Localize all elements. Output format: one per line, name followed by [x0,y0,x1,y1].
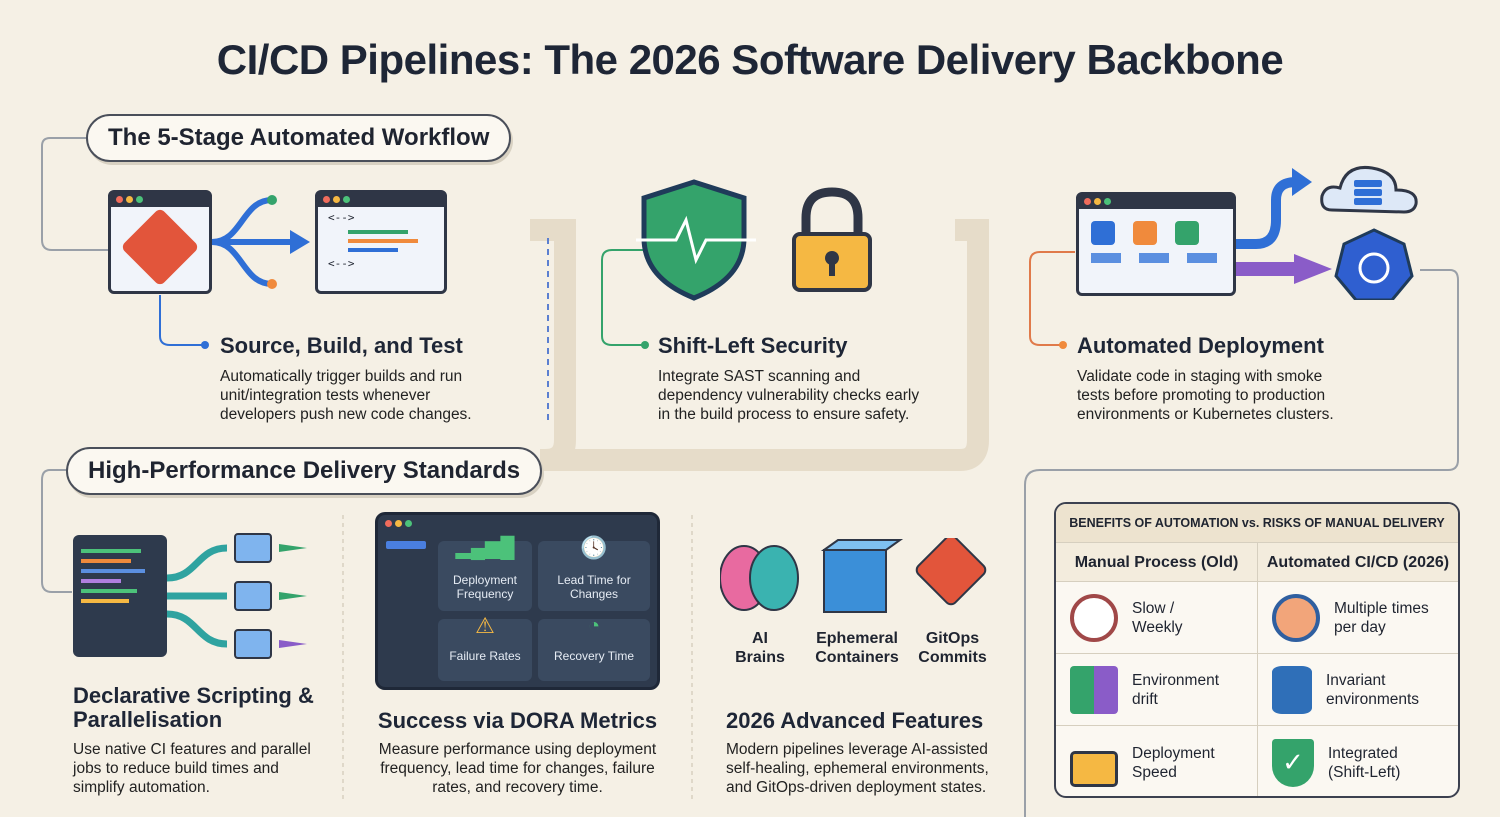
dora-tile-lead-time: 🕓Lead Time for Changes [538,537,650,611]
cell-text: Integrated (Shift-Left) [1328,744,1401,781]
page-title: CI/CD Pipelines: The 2026 Software Deliv… [216,36,1284,83]
cell-text: Deployment Speed [1132,744,1215,781]
cylinder-icon [1272,665,1312,714]
cloud-server-icon [1320,165,1418,214]
code-tag: <--> [328,211,355,224]
container-icon [820,539,904,613]
table-row: Slow / Weekly Multiple times per day [1056,581,1458,653]
table-caption: BENEFITS OF AUTOMATION vs. RISKS OF MANU… [1056,504,1458,542]
security-icons [636,179,872,301]
standard-title: Declarative Scripting & Parallelisation [73,683,314,732]
padlock-icon [792,187,872,292]
feature-label: AI Brains [735,630,785,666]
dora-tile-deployment-frequency: ▂▄▆█Deployment Frequency [438,538,532,611]
stage-desc: Automatically trigger builds and run uni… [220,368,472,423]
branch-arrows-icon [212,195,310,289]
standard-desc: Use native CI features and parallel jobs… [73,741,311,796]
padlock-icon [1070,750,1118,787]
dora-dashboard: ▂▄▆█Deployment Frequency 🕓Lead Time for … [375,512,660,690]
brain-icon [720,545,799,611]
cell-text: Environment drift [1132,671,1220,708]
dora-tile-recovery-time: ◔Recovery Time [538,616,650,681]
cell-text: Invariant environments [1326,671,1420,708]
standard-title: 2026 Advanced Features [726,708,984,733]
deployment-pipeline-window [1076,192,1236,296]
table-row: Environment drift Invariant environments [1056,653,1458,725]
comparison-table: BENEFITS OF AUTOMATION vs. RISKS OF MANU… [1054,502,1460,798]
stage-title: Automated Deployment [1077,333,1324,358]
cell-text: Multiple times per day [1334,599,1429,636]
git-icon [120,207,200,287]
stage-title: Shift-Left Security [658,333,848,358]
puzzle-icon [1070,665,1118,714]
feature-label: Ephemeral Containers [815,630,899,666]
git-source-window [108,190,212,294]
kubernetes-icon [1334,228,1414,300]
feature-icons [720,538,987,613]
table-row: Deployment Speed ✓ Integrated (Shift-Left… [1056,725,1458,796]
code-tag: <--> [328,257,355,270]
table-header: Automated CI/CD (2026) [1257,543,1458,581]
standard-desc: Measure performance using deployment fre… [378,741,657,796]
stage-title: Source, Build, and Test [220,333,463,358]
stage-desc: Integrate SAST scanning and dependency v… [658,368,920,423]
cell-text: Slow / Weekly [1132,599,1183,636]
dora-tile-failure-rates: ⚠Failure Rates [438,615,532,681]
shield-icon [636,179,756,301]
table-header: Manual Process (Old) [1056,543,1257,581]
standards-section-label: High-Performance Delivery Standards [66,447,543,495]
feature-label: GitOps Commits [918,630,987,666]
shield-check-icon: ✓ [1272,738,1314,787]
workflow-section-label: The 5-Stage Automated Workflow [86,114,512,162]
standard-desc: Modern pipelines leverage AI-assisted se… [726,741,989,796]
deploy-targets [1236,165,1418,300]
clock-icon [1070,593,1118,642]
stage-desc: Validate code in staging with smoke test… [1077,368,1334,423]
parallel-script-icon [73,535,167,657]
parallel-folders-icon [167,533,307,659]
code-editor-window: <--> <--> [315,190,447,294]
standard-title: Success via DORA Metrics [377,708,658,733]
stopwatch-icon [1272,593,1320,642]
gitops-icon [915,538,987,606]
